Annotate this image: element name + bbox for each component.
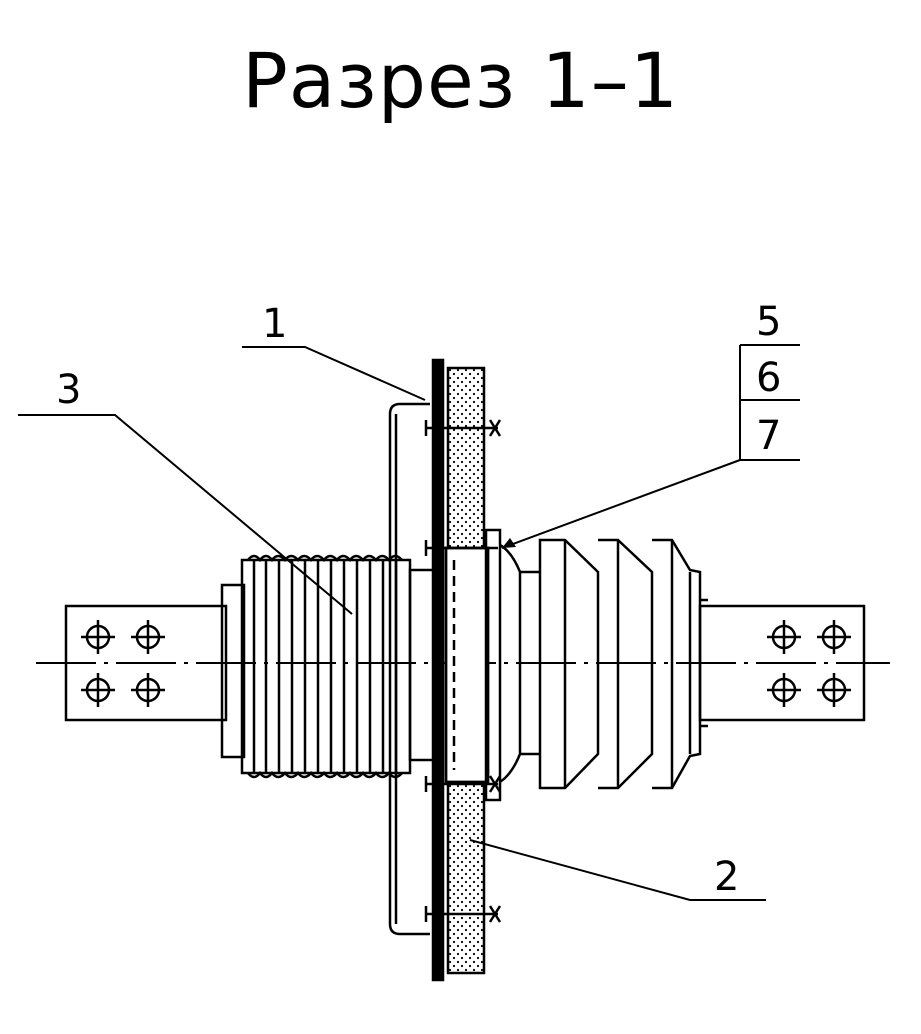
left-busbar (64, 604, 228, 722)
leader-1 (242, 346, 426, 401)
callout-5: 5 (756, 299, 782, 345)
metal-plate (431, 358, 445, 982)
callout-1: 1 (262, 301, 288, 347)
mounting-bracket (388, 402, 430, 936)
bolt-hole (815, 618, 853, 656)
flange-plate (484, 528, 502, 802)
bolt-hole (79, 671, 117, 709)
bolt-hole (129, 671, 167, 709)
leader-7 (501, 459, 741, 549)
callout-7: 7 (756, 413, 782, 459)
insulator-transition (499, 543, 522, 784)
bolt-hole (765, 671, 803, 709)
left-end-cap (220, 583, 246, 759)
leader-3 (18, 414, 353, 615)
leader-2 (469, 839, 766, 901)
bolt-hole (79, 618, 117, 656)
bolt-hole (129, 618, 167, 656)
wall-bolt (424, 419, 502, 437)
wall-bolt (424, 905, 502, 923)
wall-bolt (424, 775, 502, 793)
callout-2: 2 (714, 854, 740, 900)
callout-6: 6 (756, 355, 782, 401)
wall-bolt (424, 540, 498, 556)
insulator-shed (598, 538, 654, 790)
callout-3: 3 (56, 367, 82, 413)
insulator-shed (652, 538, 702, 790)
bolt-hole (765, 618, 803, 656)
bolt-hole (815, 671, 853, 709)
drawing-title: Разрез 1–1 (241, 36, 680, 125)
